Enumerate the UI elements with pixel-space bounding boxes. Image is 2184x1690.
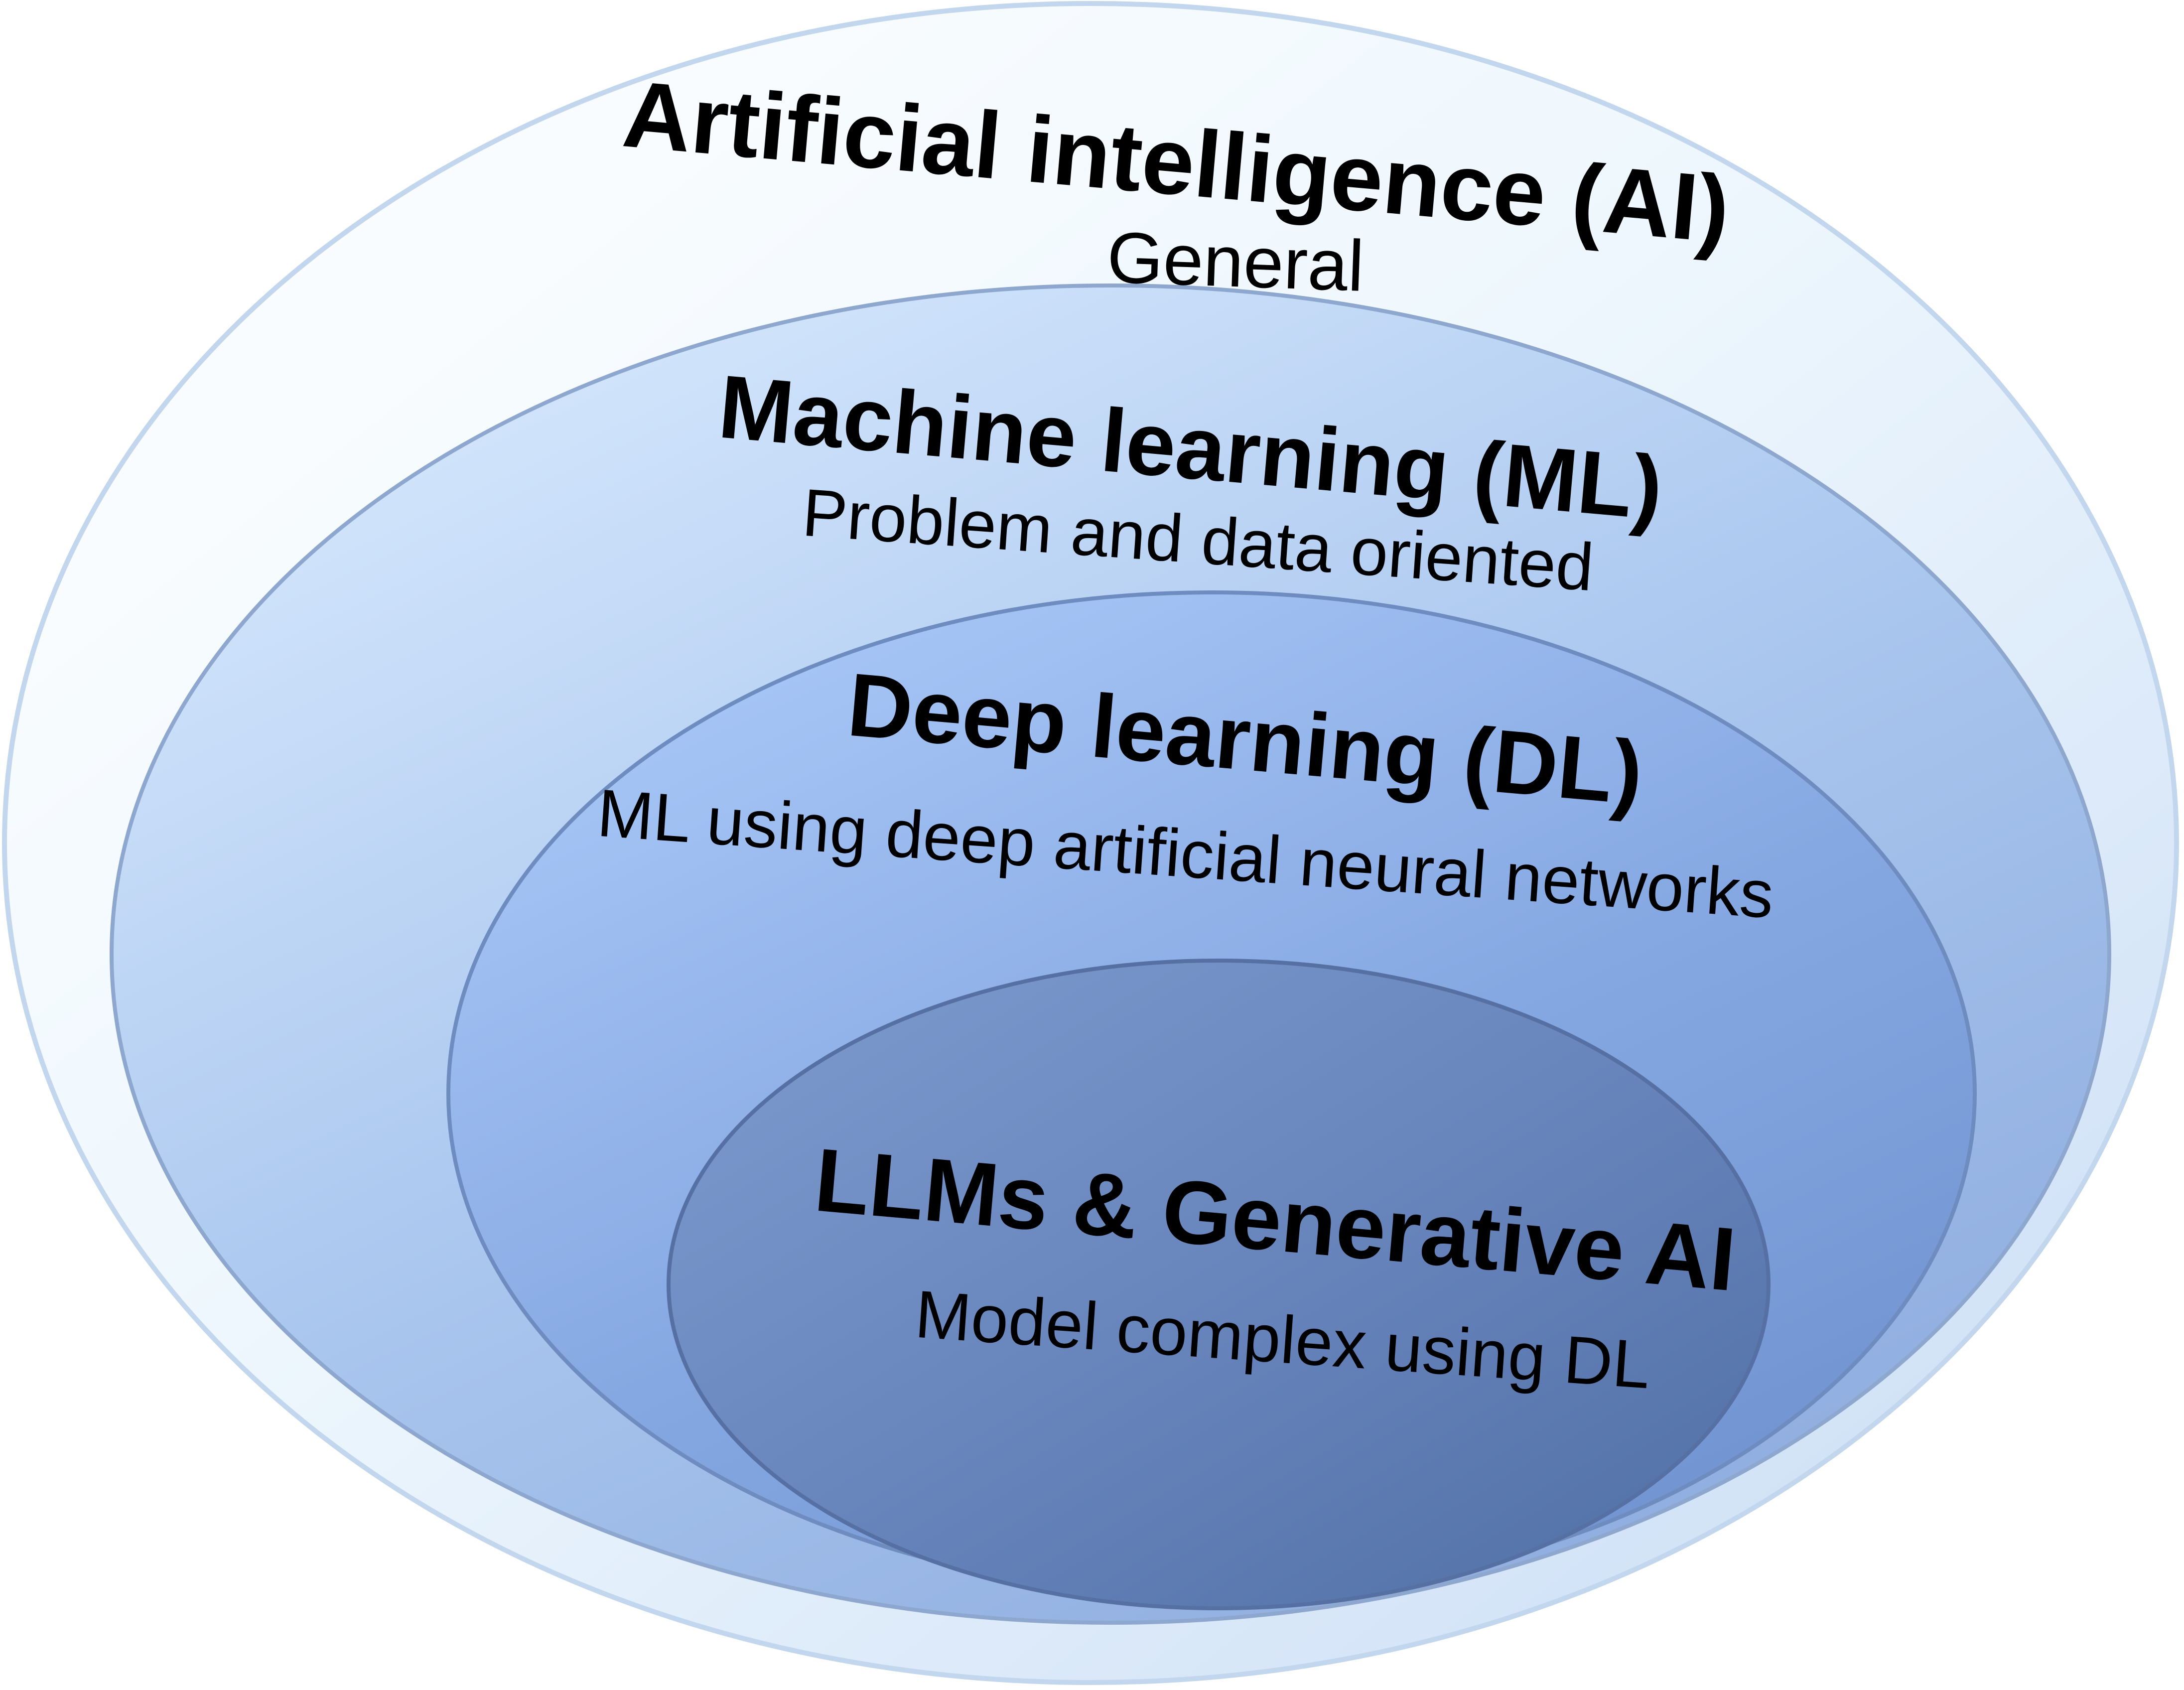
ai-subtitle: General xyxy=(1106,217,1365,306)
llm-ellipse xyxy=(667,959,1771,1610)
